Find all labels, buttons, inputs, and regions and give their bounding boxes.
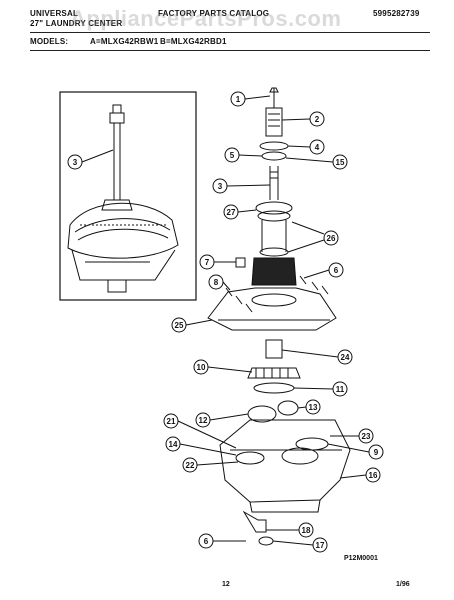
callout-24: 24 xyxy=(341,353,350,362)
callout-13: 13 xyxy=(309,403,318,412)
main-exploded-drawing xyxy=(207,87,351,546)
models-label: MODELS: xyxy=(30,37,69,46)
callout-4: 4 xyxy=(315,143,320,152)
model-a: A=MLXG42RBW1 xyxy=(90,37,159,46)
callout-25: 25 xyxy=(175,321,184,330)
inset-box xyxy=(59,91,197,301)
callout-8: 8 xyxy=(214,278,219,287)
callout-6: 6 xyxy=(334,266,339,275)
callout-14: 14 xyxy=(169,440,178,449)
model-b: B=MLXG42RBD1 xyxy=(160,37,227,46)
inset-transmission-drawing xyxy=(67,104,179,293)
callout-9: 9 xyxy=(374,448,379,457)
callout-1: 1 xyxy=(236,95,241,104)
callout-3: 3 xyxy=(218,182,223,191)
watermark: AppliancePartsPros.com xyxy=(70,6,342,31)
callout-3-inset: 3 xyxy=(73,158,78,167)
callout-5: 5 xyxy=(230,151,235,160)
callout-17: 17 xyxy=(316,541,325,550)
callout-7: 7 xyxy=(205,258,210,267)
figure-code: P12M0001 xyxy=(344,555,378,562)
page-number: 12 xyxy=(222,581,230,588)
revision-date: 1/96 xyxy=(396,581,410,588)
callout-21: 21 xyxy=(167,417,176,426)
callout-2: 2 xyxy=(315,115,320,124)
callout-22: 22 xyxy=(186,461,195,470)
callout-12: 12 xyxy=(199,416,208,425)
callout-6-bottom: 6 xyxy=(204,537,209,546)
brand-text: UNIVERSAL xyxy=(30,9,79,18)
callout-16: 16 xyxy=(369,471,378,480)
models-rule xyxy=(30,50,430,51)
doc-number: 5995282739 xyxy=(373,9,420,18)
callout-11: 11 xyxy=(336,385,345,394)
callout-15: 15 xyxy=(336,158,345,167)
section-title: FACTORY PARTS CATALOG xyxy=(158,9,270,18)
product-text: 27" LAUNDRY CENTER xyxy=(30,19,123,28)
callout-10: 10 xyxy=(197,363,206,372)
header-rule xyxy=(30,32,430,33)
callout-18: 18 xyxy=(302,526,311,535)
callout-26: 26 xyxy=(327,234,336,243)
callout-23: 23 xyxy=(362,432,371,441)
callout-27: 27 xyxy=(227,208,236,217)
